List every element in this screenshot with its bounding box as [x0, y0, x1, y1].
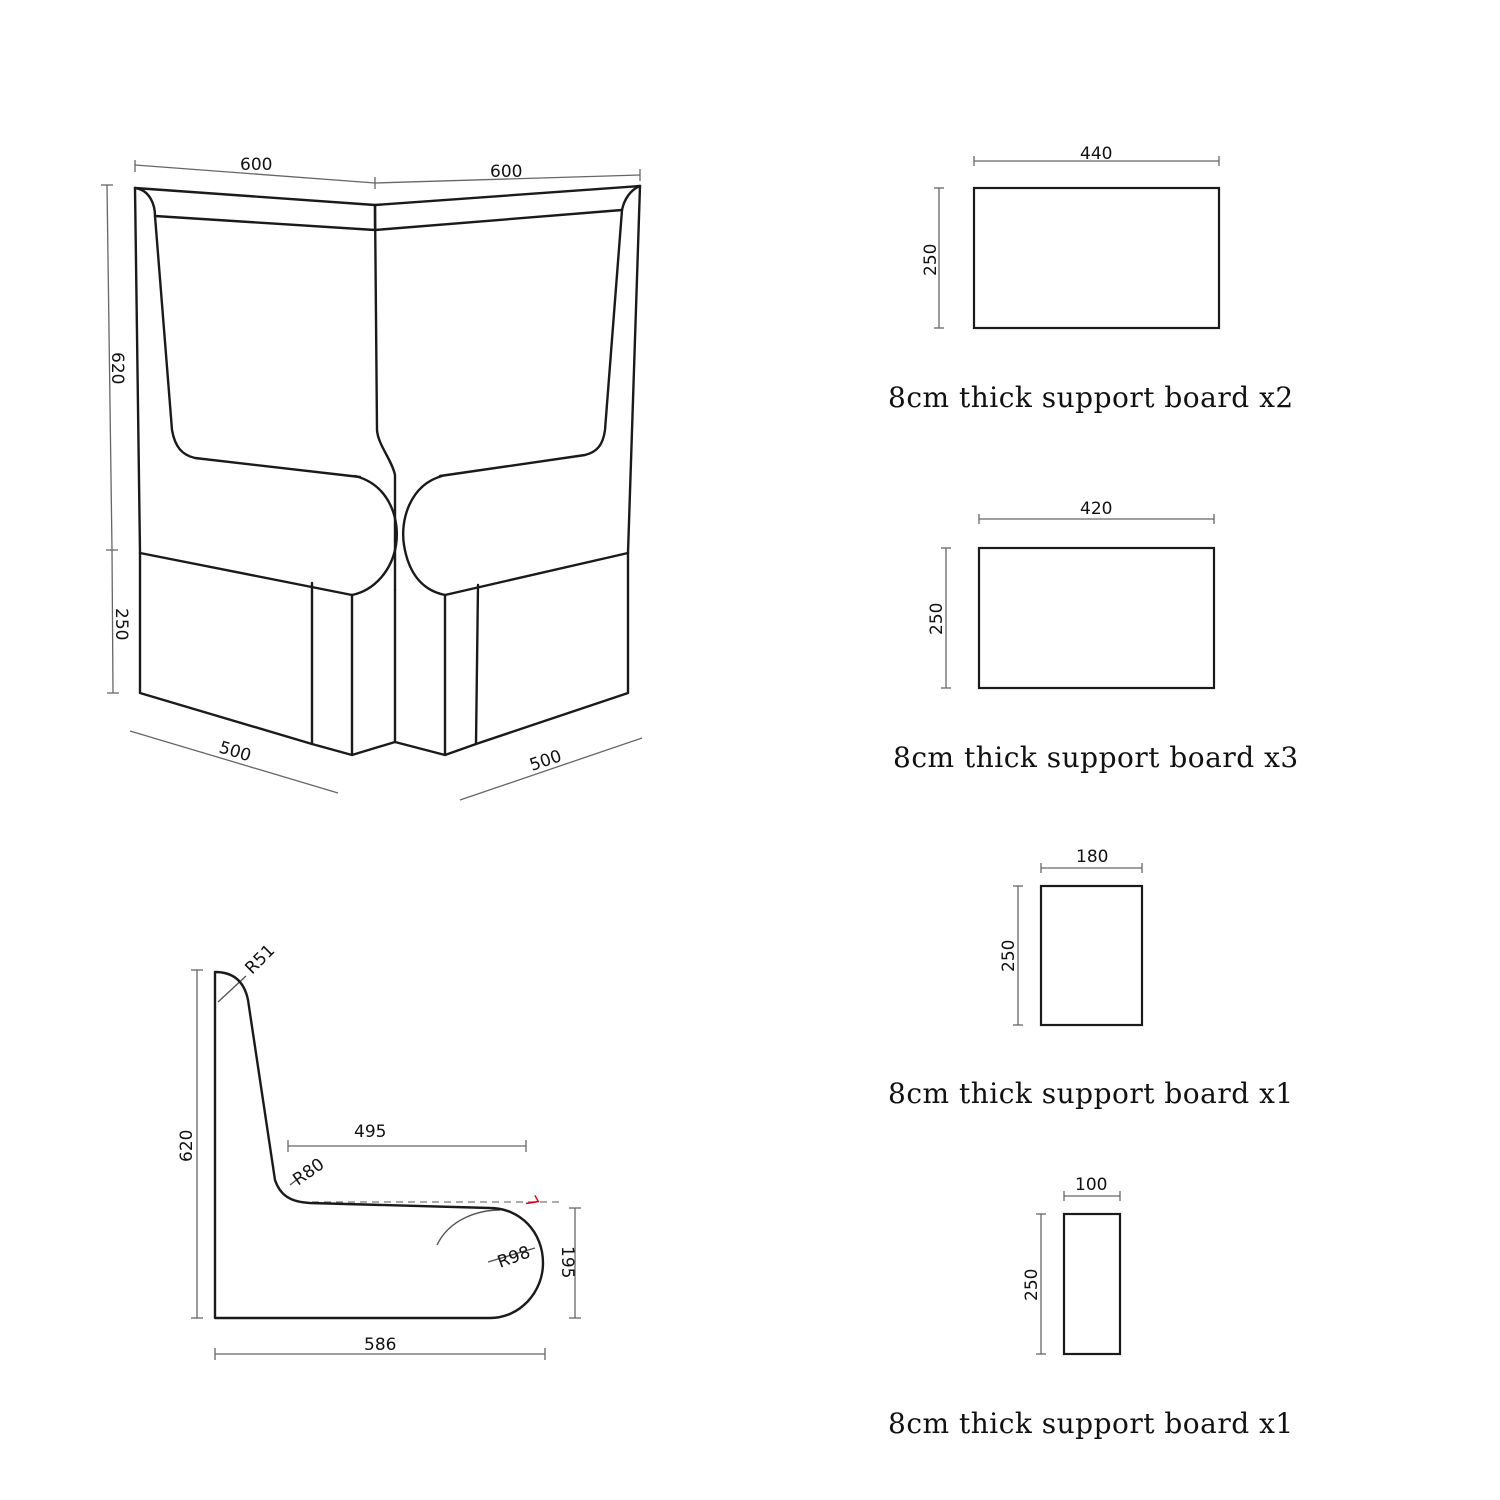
board-height: 250: [999, 940, 1019, 972]
dim-total-depth: 586: [364, 1335, 396, 1355]
dim-seat-depth: 495: [354, 1122, 386, 1142]
dim-front-radius: R98: [495, 1242, 533, 1272]
board-height: 250: [927, 603, 947, 635]
board-shape: [1039, 884, 1144, 1027]
dim-slope: 7: [520, 1193, 543, 1212]
support-board-2: 420 250 8cm thick support board x3: [893, 499, 1299, 774]
board-caption: 8cm thick support board x1: [888, 1407, 1294, 1440]
dim-inner-radius: R80: [289, 1155, 328, 1191]
board-height: 250: [921, 244, 941, 276]
board-caption: 8cm thick support board x3: [893, 741, 1299, 774]
board-width: 440: [1080, 144, 1112, 164]
board-width: 420: [1080, 499, 1112, 519]
corner-sofa-view: 600 600 620 250 500 500: [101, 155, 643, 801]
board-caption: 8cm thick support board x2: [888, 381, 1294, 414]
board-shape: [977, 546, 1216, 690]
board-shape: [972, 186, 1221, 330]
side-profile-view: 620 R51 R80 495 7 R98 195 586: [177, 941, 581, 1360]
support-board-3: 180 250 8cm thick support board x1: [888, 847, 1294, 1110]
dim-top-right-width: 600: [490, 162, 522, 182]
board-height: 250: [1022, 1269, 1042, 1301]
support-board-1: 440 250 8cm thick support board x2: [888, 144, 1294, 414]
dim-top-left-width: 600: [240, 155, 272, 175]
dim-depth-right: 500: [527, 746, 564, 775]
corner-sofa-outline: [133, 184, 642, 757]
profile-dimension-lines: [191, 969, 581, 1360]
profile-outline: [213, 970, 545, 1320]
dim-base-height: 250: [111, 608, 131, 640]
dim-total-height: 620: [107, 352, 127, 384]
board-shape: [1062, 1212, 1122, 1356]
board-width: 100: [1075, 1175, 1107, 1195]
board-caption: 8cm thick support board x1: [888, 1077, 1294, 1110]
dim-profile-height: 620: [177, 1130, 197, 1162]
dim-depth-left: 500: [217, 738, 254, 767]
dim-seat-height: 195: [557, 1246, 577, 1278]
dim-top-radius: R51: [241, 941, 279, 979]
support-board-4: 100 250 8cm thick support board x1: [888, 1175, 1294, 1440]
board-width: 180: [1076, 847, 1108, 867]
corner-dimension-lines: [101, 160, 643, 801]
